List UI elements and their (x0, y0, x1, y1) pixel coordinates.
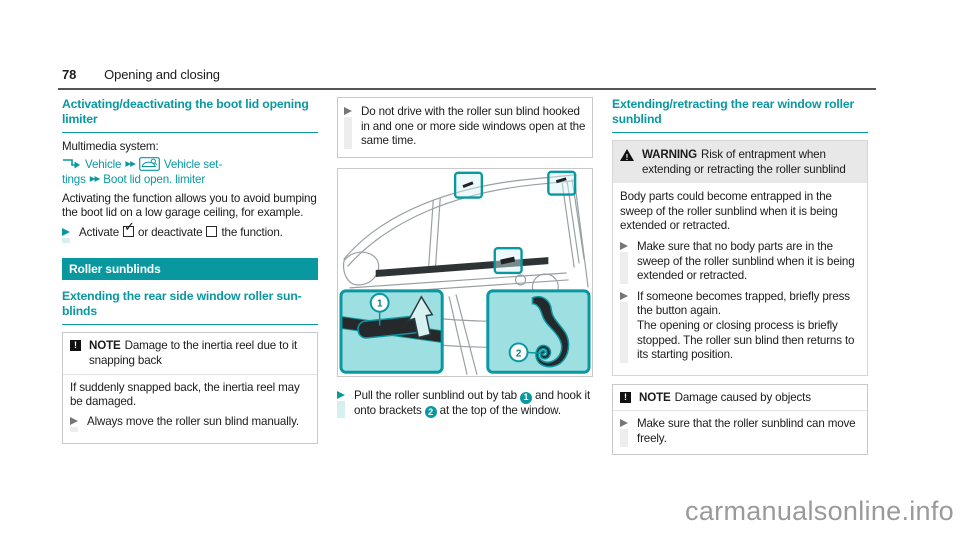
double-chevron-icon: ▶▶ (89, 173, 101, 183)
watermark: carmanualsonline.info (685, 496, 954, 526)
step-text: at the top of the window. (439, 403, 561, 417)
chapter-title: Opening and closing (104, 67, 220, 82)
note-step: Make sure that the roller sunblind can m… (620, 417, 860, 447)
section-heading-side-blinds: Extending the rear side window roller su… (62, 289, 318, 326)
menu-path: Vehicle ▶▶ Vehicle set- tings ▶▶ Boot li… (62, 157, 318, 187)
return-arrow-icon (63, 159, 80, 169)
bracket-highlight-boxes (453, 170, 577, 274)
section-heading-rear-blind: Extending/retracting the rear window rol… (612, 97, 868, 133)
warning-body: Body parts could become entrapped in the… (613, 183, 867, 375)
callout-chip-2: 2 (424, 406, 437, 419)
step-text: Do not drive with the roller sun blind h… (361, 105, 586, 148)
menu-item-boot-lid-limiter: Boot lid open. limiter (103, 172, 206, 186)
step-arrow-icon (620, 240, 637, 284)
step-arrow-icon (620, 417, 637, 447)
figure-callout-2 (508, 342, 529, 363)
double-chevron-icon: ▶▶ (125, 158, 136, 168)
page-header: 78 Opening and closing (62, 67, 220, 83)
menu-item-vehicle: Vehicle (85, 157, 122, 171)
header-rule (58, 88, 876, 90)
checkbox-unchecked-icon (206, 225, 218, 237)
warning-body-text: Body parts could become entrapped in the… (620, 190, 838, 233)
section-band-roller-sunblinds: Roller sunblinds (62, 257, 318, 281)
car-window-illustration: 1 2 (339, 170, 591, 375)
step-text: Pull the roller sunblind out by tab (354, 388, 517, 402)
column-right: Extending/retracting the rear window rol… (612, 97, 868, 455)
menu-item-vehicle-settings-cont: tings (62, 172, 86, 186)
heading-line: Extending/retracting the rear window rol… (612, 97, 855, 111)
step-arrow-icon (344, 105, 361, 149)
warning-step-1: Make sure that no body parts are in the … (620, 240, 860, 284)
boot-lid-body-text: Activating the function allows you to av… (62, 191, 317, 220)
menu-path-line1: Vehicle ▶▶ Vehicle set- (62, 157, 318, 172)
carryover-step: Do not drive with the roller sun blind h… (344, 105, 586, 149)
heading-line: Extending the rear side window roller su… (62, 289, 302, 304)
vehicle-settings-icon (138, 157, 160, 171)
step-text: Activate (79, 225, 120, 239)
heading-line: blinds (62, 304, 97, 319)
activate-step: Activate✓or deactivate the function. (62, 219, 318, 243)
heading-line: sunblind (612, 112, 662, 126)
pull-up-arrow (406, 295, 434, 339)
callout-chip-1: 1 (519, 391, 532, 404)
step-text: the function. (221, 225, 283, 239)
figure-callout-1-number: 1 (377, 299, 383, 310)
note-icon: ! (70, 340, 81, 352)
step-arrow-icon (337, 389, 354, 419)
figure-callout-2-number: 2 (516, 348, 522, 359)
page-number: 78 (62, 67, 77, 82)
blind-hook (531, 295, 570, 368)
step-arrow-icon (620, 290, 637, 363)
heading-line: Activating/deactivating the boot lid ope… (62, 97, 309, 111)
multimedia-label: Multimedia system: (62, 140, 159, 153)
checkbox-checked-icon: ✓ (123, 219, 135, 237)
step-text: or deactivate (138, 225, 203, 239)
menu-item-vehicle-settings: Vehicle set- (163, 157, 223, 171)
column-middle: Do not drive with the roller sun blind h… (337, 97, 593, 422)
activate-step-text: Activate✓or deactivate the function. (79, 219, 318, 243)
figure-callout-1 (369, 292, 390, 313)
note-body-text: If suddenly snapped back, the inertia re… (70, 380, 300, 409)
step-text: If someone becomes trapped, briefly pres… (637, 289, 855, 362)
step-text: Make sure that the roller sunblind can m… (637, 417, 856, 445)
step-text: Always move the roller sun blind manuall… (87, 414, 299, 428)
heading-line: limiter (62, 112, 98, 126)
step-text: and hook it onto brackets (354, 388, 591, 417)
warning-step-2: If someone becomes trapped, briefly pres… (620, 290, 860, 363)
section-heading-boot-lid: Activating/deactivating the boot lid ope… (62, 97, 318, 133)
note-body: If suddenly snapped back, the inertia re… (63, 375, 317, 443)
note-icon: ! (620, 391, 631, 403)
note-step: Always move the roller sun blind manuall… (70, 415, 310, 432)
column-left: Activating/deactivating the boot lid ope… (62, 97, 318, 444)
note-body: Make sure that the roller sunblind can m… (613, 411, 867, 453)
step-text: Make sure that no body parts are in the … (637, 239, 855, 283)
step-arrow-icon (70, 415, 87, 432)
menu-path-line2: tings ▶▶ Boot lid open. limiter (62, 172, 318, 187)
roller-sunblind-figure: 1 2 (337, 167, 593, 377)
step-arrow-icon (62, 226, 79, 243)
carryover-box: Do not drive with the roller sun blind h… (337, 97, 593, 158)
warning-icon: ! (620, 149, 634, 162)
